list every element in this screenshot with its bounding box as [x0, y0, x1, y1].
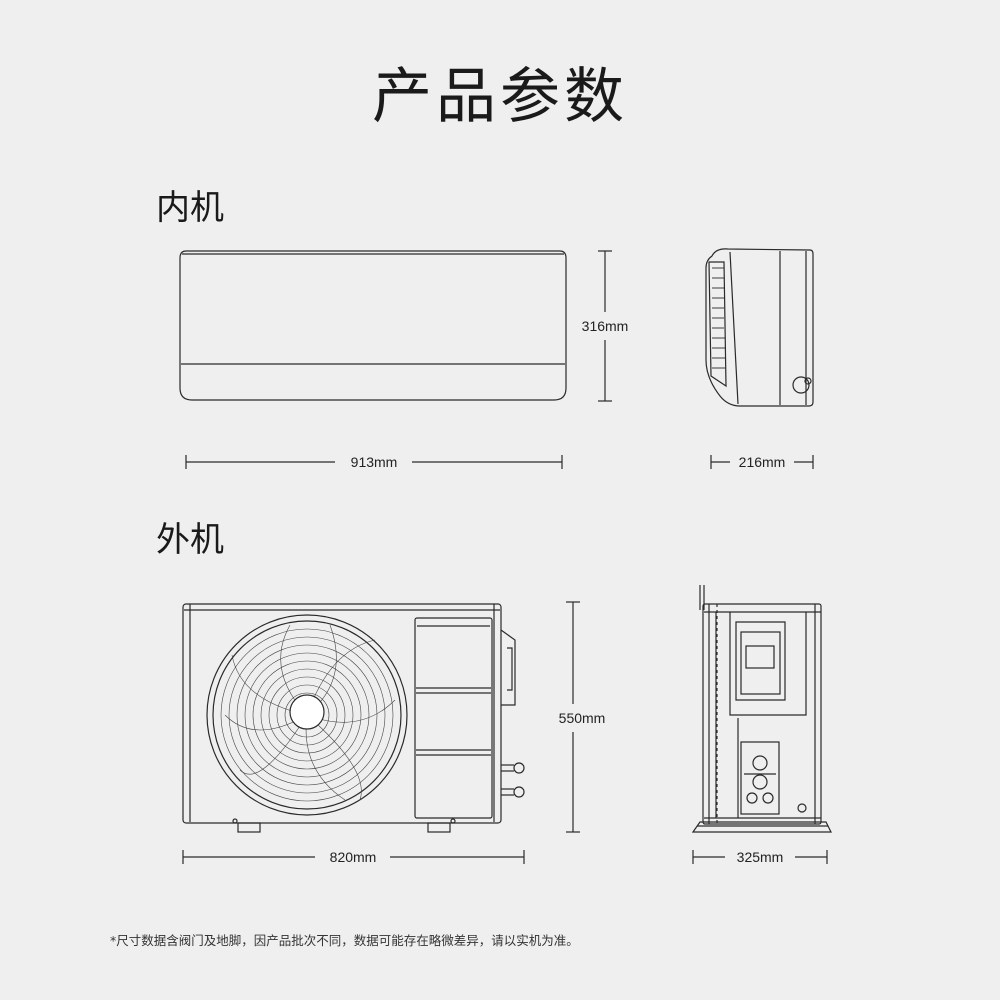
footnote: *尺寸数据含阀门及地脚，因产品批次不同，数据可能存在略微差异，请以实机为准。 [110, 933, 579, 948]
outdoor-width-dimension [182, 850, 525, 864]
outdoor-unit-label: 外机 [156, 520, 224, 560]
outdoor-height-dimension [566, 601, 580, 833]
indoor-depth-label: 216mm [739, 454, 786, 470]
outdoor-depth-dimension [692, 850, 828, 864]
page-title: 产品参数 [372, 62, 628, 132]
indoor-height-label: 316mm [582, 318, 629, 334]
indoor-width-dimension [185, 455, 563, 469]
indoor-side-view [705, 248, 814, 407]
outdoor-width-label: 820mm [330, 849, 377, 865]
indoor-depth-dimension [710, 455, 814, 469]
indoor-width-label: 913mm [351, 454, 398, 470]
outdoor-side-view [691, 585, 832, 833]
outdoor-front-view [182, 603, 525, 833]
outdoor-height-label: 550mm [559, 710, 606, 726]
indoor-unit-label: 内机 [156, 188, 224, 228]
indoor-height-dimension [598, 250, 612, 402]
indoor-front-view [179, 250, 567, 401]
outdoor-depth-label: 325mm [737, 849, 784, 865]
